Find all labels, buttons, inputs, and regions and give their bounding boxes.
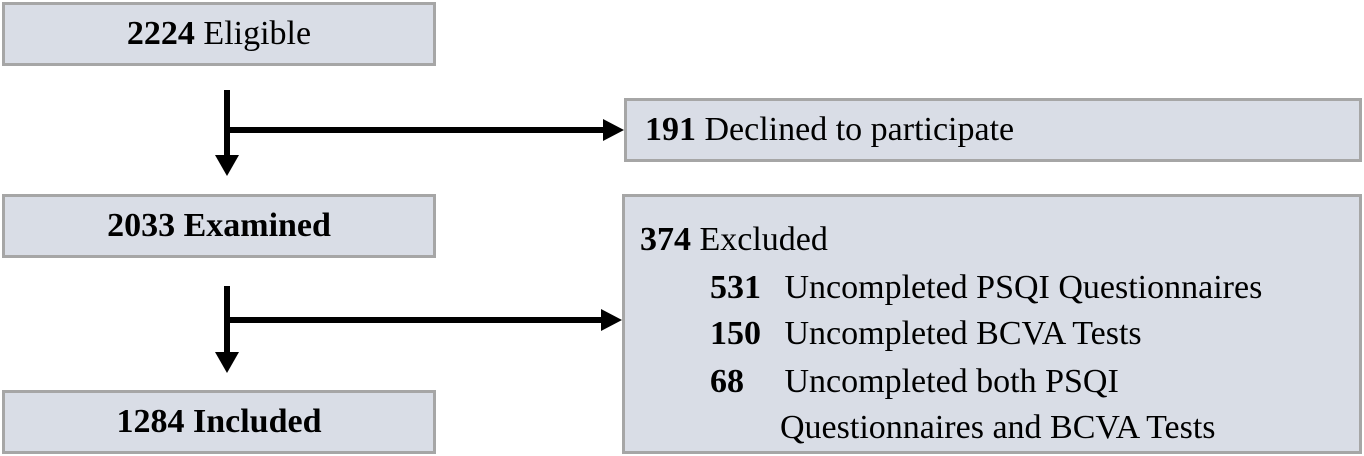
declined-count: 191 [645,111,696,148]
declined-label: Declined to participate [704,111,1015,148]
examined-text: 2033 Examined [107,209,331,243]
declined-box: 191 Declined to participate [624,98,1362,162]
excluded-count: 374 [640,221,691,258]
excluded-box: 374 Excluded 531 Uncompleted PSQI Questi… [622,194,1362,454]
examined-box: 2033 Examined [2,194,436,258]
reason-count: 68 [710,363,744,400]
excluded-reason: 150 Uncompleted BCVA Tests [710,317,1142,351]
reason-label: Uncompleted both PSQI [784,363,1119,400]
reason-label: Uncompleted PSQI Questionnaires [784,269,1263,306]
included-count: 1284 [116,403,185,440]
arrowhead-right-1 [603,119,624,141]
arrowhead-right-2 [601,309,622,331]
excluded-reason: 531 Uncompleted PSQI Questionnaires [710,271,1262,305]
included-text: 1284 Included [117,405,322,439]
declined-text: 191 Declined to participate [645,113,1014,147]
excluded-reason-continued: Questionnaires and BCVA Tests [780,411,1216,445]
eligible-text: 2224 Eligible [127,17,311,51]
eligible-count: 2224 [126,15,195,52]
arrowhead-down-1 [215,155,239,176]
excluded-label: Excluded [699,221,828,258]
eligible-box: 2224 Eligible [2,2,436,66]
reason-count: 531 [710,269,761,306]
included-label: Included [193,403,322,440]
reason-count: 150 [710,315,761,352]
included-box: 1284 Included [2,390,436,454]
excluded-reason: 68 Uncompleted both PSQI [710,365,1119,399]
excluded-header: 374 Excluded [640,223,828,257]
reason-label-line2: Questionnaires and BCVA Tests [780,409,1216,446]
arrowhead-down-2 [215,352,239,373]
examined-label: Examined [183,207,331,244]
reason-label: Uncompleted BCVA Tests [784,315,1142,352]
examined-count: 2033 [107,207,176,244]
eligible-label: Eligible [203,15,312,52]
